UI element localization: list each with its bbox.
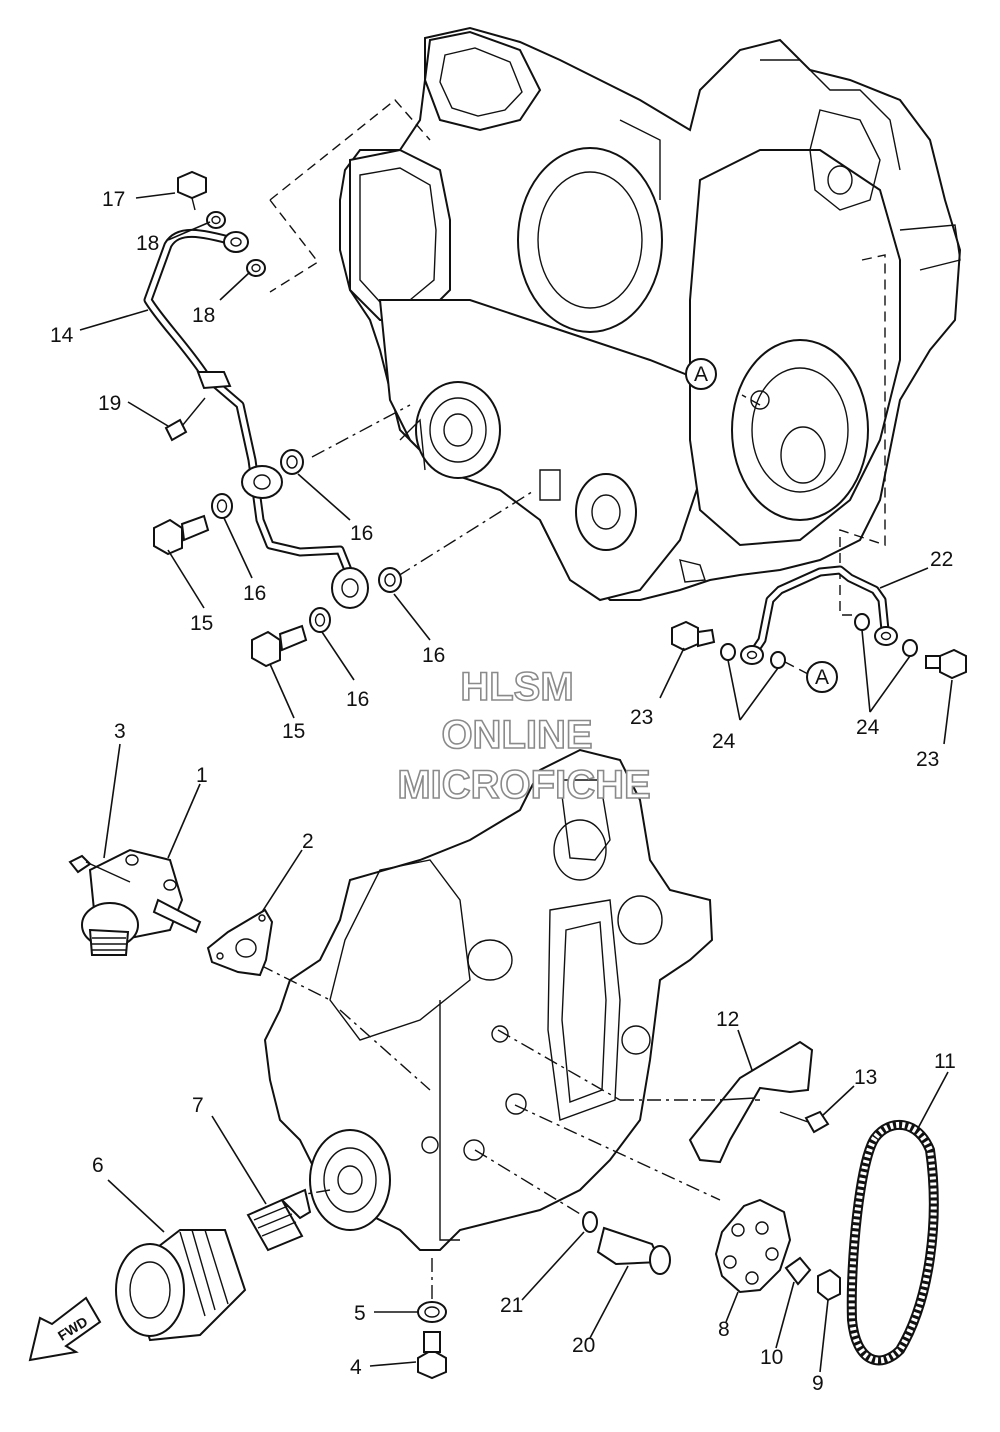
bolt-15-upper (153, 514, 210, 556)
callout-3: 3 (114, 720, 126, 743)
union-bolt-7 (246, 1188, 312, 1252)
callout-24-right: 24 (856, 716, 880, 739)
drive-chain-11 (846, 1119, 939, 1366)
reference-mark-a-upper-label: A (694, 363, 708, 386)
washer-10 (784, 1256, 812, 1286)
callout-20: 20 (572, 1334, 595, 1357)
callout-5: 5 (354, 1302, 366, 1325)
callout-23-left: 23 (630, 706, 653, 729)
callout-23-right: 23 (916, 748, 939, 771)
fwd-arrow (28, 1296, 102, 1362)
washer-16-b (211, 493, 233, 519)
callout-13: 13 (854, 1066, 877, 1089)
watermark: HLSM ONLINE MICROFICHE (397, 664, 652, 808)
watermark-line-3: MICROFICHE (397, 763, 650, 807)
bolt-17 (177, 170, 207, 211)
sprocket-8 (714, 1198, 792, 1294)
o-ring-21 (582, 1211, 598, 1233)
callout-4: 4 (350, 1356, 362, 1379)
callout-16-d: 16 (422, 644, 445, 667)
pipe-20 (596, 1226, 671, 1275)
nut-9 (817, 1268, 841, 1302)
oil-pump-1 (81, 848, 202, 956)
oil-pipe-22 (740, 565, 898, 665)
reference-mark-a-lower-label: A (815, 666, 829, 689)
callout-10: 10 (760, 1346, 783, 1369)
callout-16-c: 16 (346, 688, 369, 711)
callout-15-lower: 15 (282, 720, 305, 743)
callout-labels: 17 18 18 14 19 16 16 15 16 16 15 22 23 2… (50, 188, 956, 1395)
callout-16-a: 16 (350, 522, 373, 545)
reference-mark-a-upper: A (685, 358, 717, 390)
screw-19 (164, 397, 206, 442)
callout-2: 2 (302, 830, 314, 853)
gasket-2 (206, 908, 274, 977)
watermark-line-1: HLSM (460, 665, 573, 709)
callout-11: 11 (934, 1050, 956, 1073)
bolt-23-right (925, 648, 967, 680)
callout-16-b: 16 (243, 582, 266, 605)
washer-16-d (378, 567, 402, 593)
callout-17: 17 (102, 188, 125, 211)
callout-8: 8 (718, 1318, 730, 1341)
chain-guide-12 (688, 1040, 814, 1164)
callout-leaders (79, 192, 953, 1373)
drain-bolt-4 (417, 1331, 447, 1380)
bolt-3 (68, 854, 131, 883)
callout-24-left: 24 (712, 730, 736, 753)
ref-line-a2 (784, 661, 809, 675)
upper-engine-assembly (339, 26, 962, 602)
callout-12: 12 (716, 1008, 739, 1031)
bolt-15-lower (251, 624, 308, 668)
washers-24 (720, 613, 918, 669)
callout-15-upper: 15 (190, 612, 213, 635)
callout-18-upper: 18 (136, 232, 159, 255)
washer-16-a (280, 449, 304, 475)
washer-16-c (309, 607, 331, 633)
bolt-13 (779, 1110, 830, 1134)
callout-21: 21 (500, 1294, 523, 1317)
upper-reference-lines (269, 99, 886, 616)
callout-19: 19 (98, 392, 121, 415)
callout-22: 22 (930, 548, 953, 571)
gasket-5 (417, 1301, 447, 1323)
washer-18-lower (246, 259, 266, 277)
callout-14: 14 (50, 324, 74, 347)
callout-7: 7 (192, 1094, 204, 1117)
oil-pipe-14 (143, 228, 369, 609)
callout-1: 1 (196, 764, 208, 787)
callout-6: 6 (92, 1154, 104, 1177)
callout-9: 9 (812, 1372, 824, 1395)
washer-18-upper (206, 211, 226, 229)
lower-crankcase-assembly (263, 748, 714, 1251)
watermark-line-2: ONLINE (441, 713, 592, 757)
bolt-23-left (671, 620, 716, 652)
oil-filter-6 (115, 1229, 247, 1342)
callout-18-lower: 18 (192, 304, 215, 327)
reference-mark-a-lower: A (806, 661, 838, 693)
